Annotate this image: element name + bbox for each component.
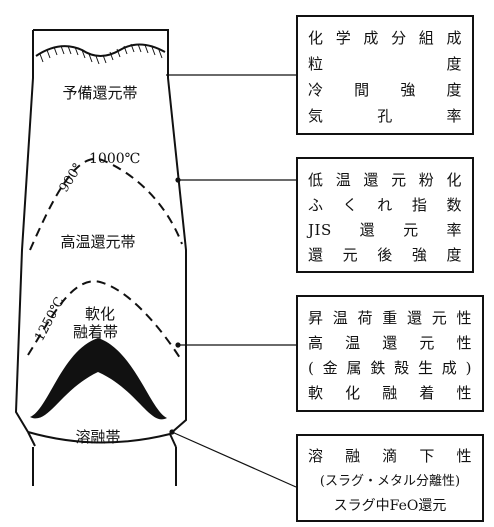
box4-line3: スラグ中FeO還元 [333, 498, 447, 514]
label-temp-1000: 1000℃ [89, 151, 140, 167]
box1-line4: 気 孔 率 [308, 107, 462, 125]
box2-line2: ふくれ指数 [308, 196, 462, 214]
burden-hatching [39, 43, 163, 65]
property-box-softening-melting: 昇温荷重還元性 高温還元性 (金属鉄殻生成) 軟化融着性 [296, 295, 484, 412]
box1-line3: 冷間強度 [308, 81, 462, 99]
isotherm-1250 [27, 280, 181, 359]
furnace-hearth [27, 431, 177, 486]
label-temp-1250: 1250℃ [32, 295, 68, 344]
box2-line3: JIS還元率 [308, 221, 462, 239]
label-melting-zone: 溶融帯 [75, 428, 120, 446]
box4-line1: 溶融滴下性 [308, 447, 472, 465]
label-cohesive-zone: 融着帯 [73, 323, 118, 341]
box4-line2: (スラグ・メタル分離性) [319, 474, 461, 489]
box2-line4: 還元後強度 [308, 246, 462, 264]
label-high-temp-reduction-zone: 高温還元帯 [60, 233, 135, 251]
burden-surface [35, 43, 166, 57]
box1-line1: 化学成分組成 [308, 29, 462, 47]
box3-line2: 高温還元性 [308, 334, 472, 352]
box2-line1: 低温還元粉化 [308, 171, 462, 189]
property-box-low-temp-reduction: 低温還元粉化 ふくれ指数 JIS還元率 還元後強度 [296, 157, 474, 273]
furnace-outline [14, 29, 187, 435]
label-preliminary-reduction-zone: 予備還元帯 [62, 84, 137, 102]
isotherm-1000 [29, 157, 183, 251]
leader-lines [166, 74, 297, 488]
box3-line1: 昇温荷重還元性 [308, 309, 472, 327]
box1-line2: 粒 度 [308, 55, 462, 73]
label-softening: 軟化 [85, 305, 115, 323]
property-box-melting-dripping: 溶融滴下性 (スラグ・メタル分離性) スラグ中FeO還元 [296, 434, 484, 522]
melting-zone-line [27, 431, 171, 444]
label-temp-900: 900° [57, 161, 86, 196]
property-box-raw-materials: 化学成分組成 粒 度 冷間強度 気 孔 率 [296, 15, 474, 135]
box3-line3: (金属鉄殻生成) [308, 359, 472, 377]
cohesive-zone [30, 338, 167, 420]
box3-line4: 軟化融着性 [308, 384, 472, 402]
